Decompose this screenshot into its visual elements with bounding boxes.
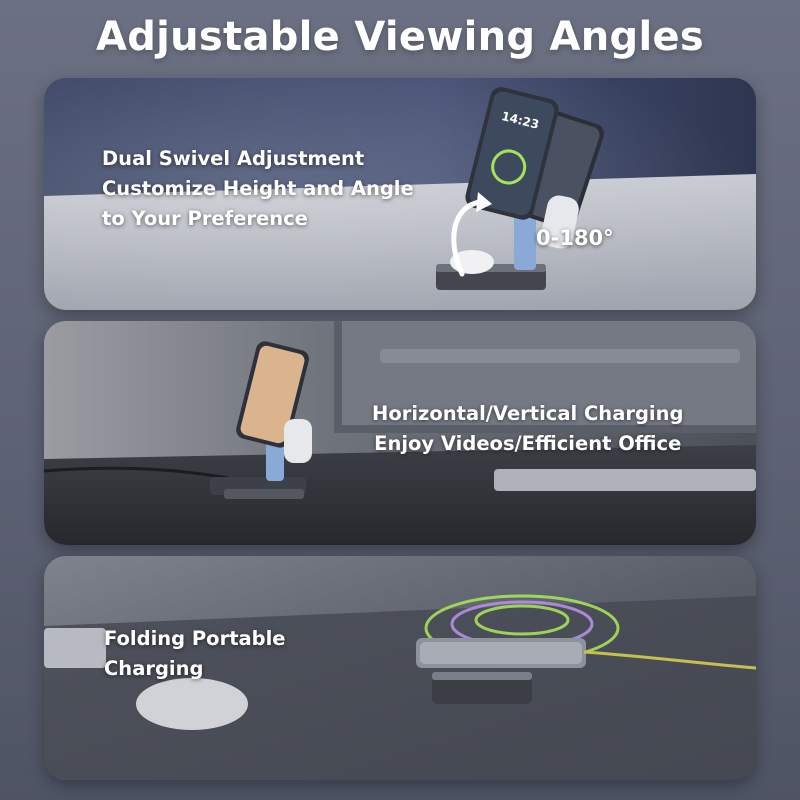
swivel-description: Dual Swivel Adjustment Customize Height …	[102, 144, 414, 234]
panel-folding-portable: Folding Portable Charging	[44, 556, 756, 780]
rotation-arrow-icon	[451, 192, 492, 277]
charging-stand-swivel: 14:23	[436, 87, 605, 290]
orientation-line-1: Horizontal/Vertical Charging	[372, 402, 684, 425]
charging-stand-vertical	[210, 341, 312, 499]
swivel-line-1: Dual Swivel Adjustment	[102, 147, 365, 170]
monitor	[334, 321, 756, 433]
folding-line-2: Charging	[104, 657, 204, 680]
mouse	[136, 678, 248, 730]
page-title: Adjustable Viewing Angles	[95, 14, 705, 60]
keyboard	[44, 628, 106, 668]
desk-scene-swivel: 14:23	[44, 78, 756, 310]
desk-scene-folded	[44, 556, 756, 780]
panel-dual-swivel: 14:23 Dual Swivel Adjustment Customize H…	[44, 78, 756, 310]
orientation-line-2: Enjoy Videos/Efficient Office	[374, 432, 682, 455]
orientation-description: Horizontal/Vertical Charging Enjoy Video…	[372, 399, 683, 459]
keyboard	[494, 469, 756, 491]
charging-stand-folded	[416, 638, 586, 704]
desk-scene-monitor	[44, 321, 756, 545]
angle-range-label: 0-180°	[536, 226, 614, 250]
folding-line-1: Folding Portable	[104, 627, 286, 650]
panel-orientation-charging: Horizontal/Vertical Charging Enjoy Video…	[44, 321, 756, 545]
swivel-line-3: to Your Preference	[102, 207, 308, 230]
swivel-line-2: Customize Height and Angle	[102, 177, 414, 200]
folding-description: Folding Portable Charging	[104, 624, 286, 684]
